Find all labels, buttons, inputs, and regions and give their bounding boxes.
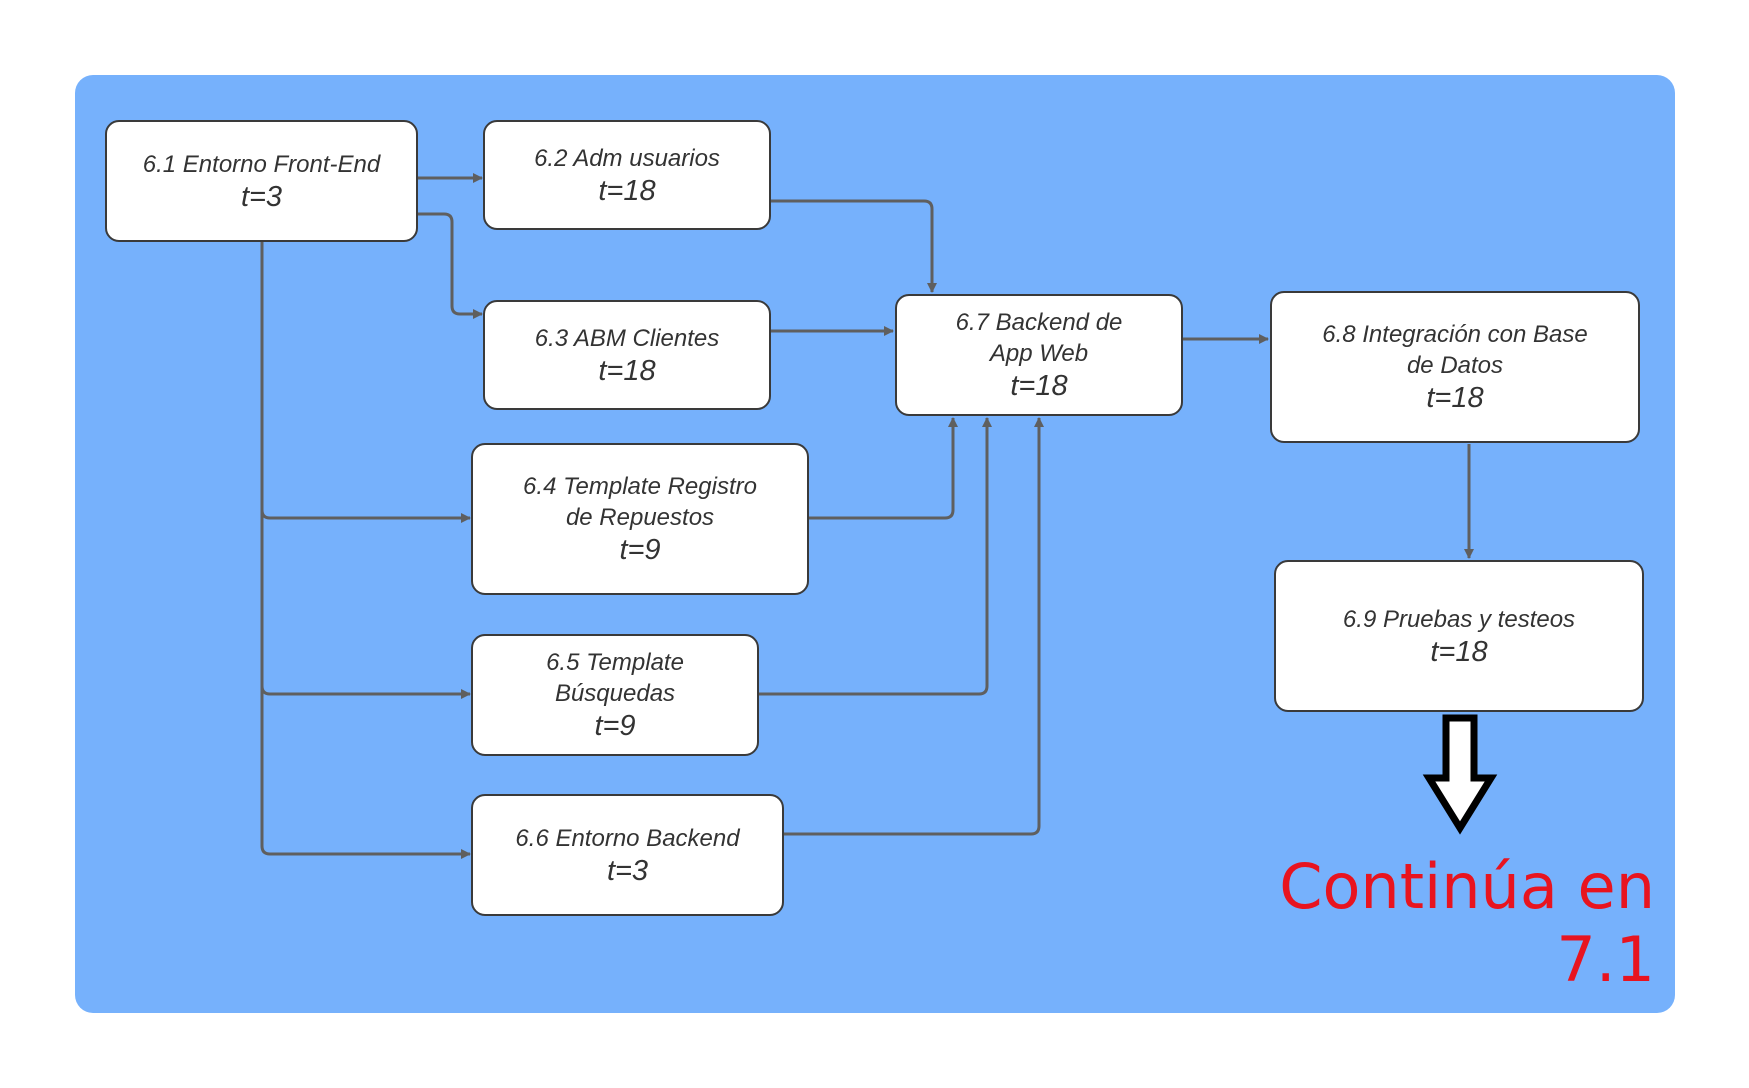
edge-6-1-to-6-3: [418, 212, 483, 319]
node-6-5-template-busquedas: 6.5 Template Búsquedas t=9: [471, 634, 759, 756]
node-duration: t=3: [606, 854, 649, 887]
node-title: 6.1 Entorno Front-End: [142, 150, 381, 178]
hollow-down-arrow-icon: [1422, 714, 1498, 835]
node-6-3-abm-clientes: 6.3 ABM Clientes t=18: [483, 300, 771, 410]
node-title: 6.6 Entorno Backend: [515, 824, 740, 852]
node-6-1-entorno-front-end: 6.1 Entorno Front-End t=3: [105, 120, 418, 242]
node-duration: t=18: [1430, 635, 1488, 668]
node-duration: t=18: [598, 174, 656, 207]
node-duration: t=3: [240, 180, 283, 213]
node-duration: t=18: [598, 354, 656, 387]
edge-6-4-to-6-7: [808, 417, 958, 520]
node-title: 6.5 Template Búsquedas: [546, 649, 684, 707]
continue-label: Continúa en 7.1: [1279, 850, 1655, 996]
node-title: 6.8 Integración con Base de Datos: [1322, 321, 1588, 379]
node-6-4-template-registro: 6.4 Template Registro de Repuestos t=9: [471, 443, 809, 595]
node-title: 6.7 Backend de App Web: [955, 309, 1123, 367]
node-title: 6.3 ABM Clientes: [534, 324, 720, 352]
edge-6-5-to-6-7: [758, 417, 992, 696]
node-title: 6.4 Template Registro de Repuestos: [523, 473, 757, 531]
node-6-6-entorno-backend: 6.6 Entorno Backend t=3: [471, 794, 784, 916]
node-title: 6.9 Pruebas y testeos: [1342, 605, 1576, 633]
node-duration: t=18: [1010, 370, 1068, 402]
edge-6-1-to-6-6: [260, 686, 471, 859]
node-title: 6.2 Adm usuarios: [534, 144, 720, 172]
node-6-2-adm-usuarios: 6.2 Adm usuarios t=18: [483, 120, 771, 230]
node-duration: t=9: [594, 710, 636, 742]
node-6-9-pruebas-testeos: 6.9 Pruebas y testeos t=18: [1274, 560, 1644, 712]
edge-6-6-to-6-7: [783, 417, 1044, 836]
node-duration: t=9: [619, 534, 661, 566]
node-6-8-integracion-base-datos: 6.8 Integración con Base de Datos t=18: [1270, 291, 1640, 443]
node-duration: t=18: [1426, 382, 1484, 414]
edge-6-1-to-6-5: [260, 510, 471, 699]
node-6-7-backend-app-web: 6.7 Backend de App Web t=18: [895, 294, 1183, 416]
edge-6-2-to-6-7: [771, 199, 937, 293]
edge-6-1-to-6-4: [260, 242, 471, 523]
